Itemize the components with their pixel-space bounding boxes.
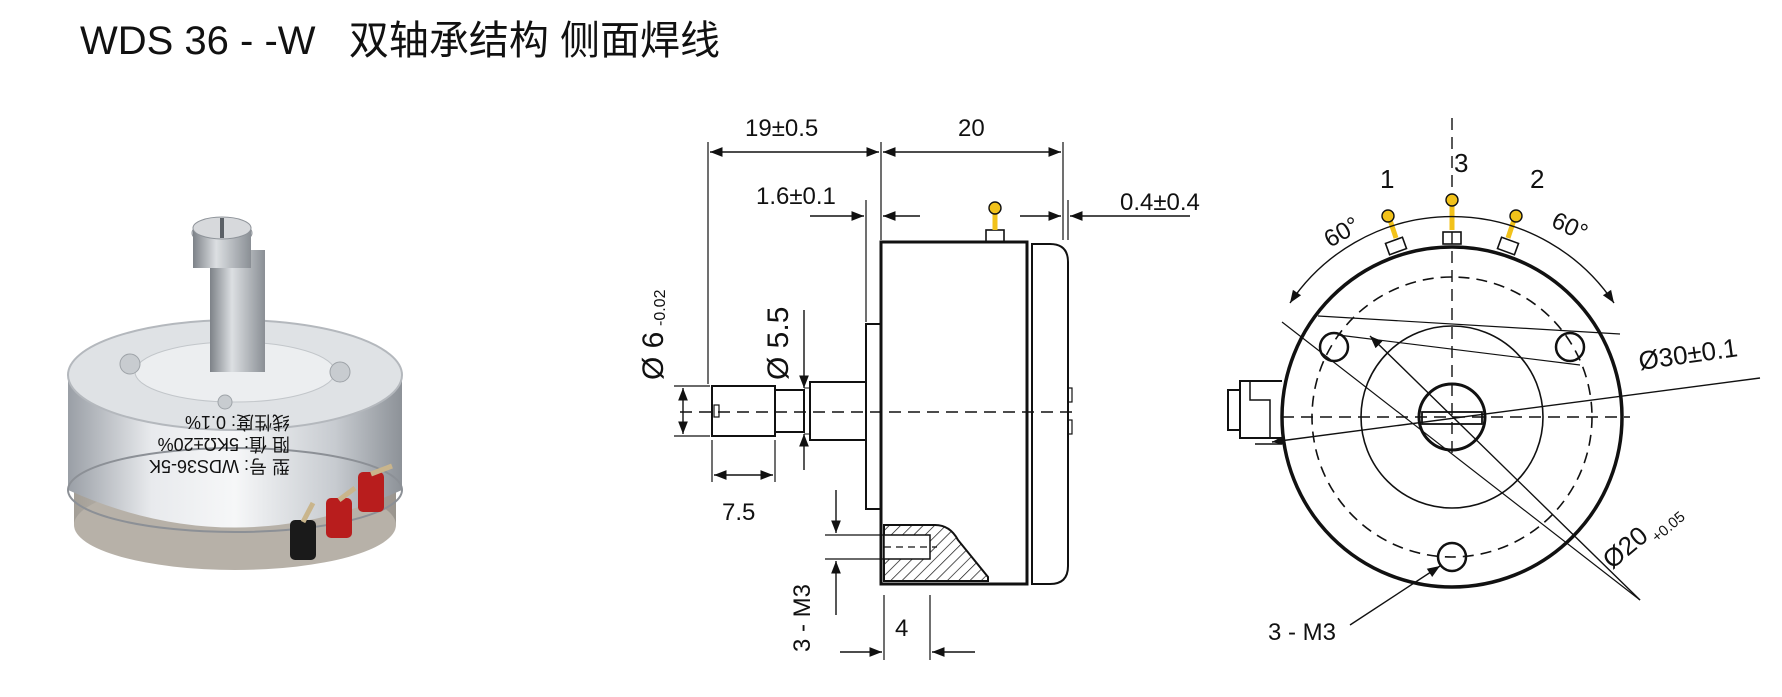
dim-step-dia: Ø 5.5 xyxy=(762,307,795,380)
dim-depth: 4 xyxy=(895,615,908,642)
side-view-labels: 19±0.5 20 1.6±0.1 0.4±0.4 Ø 6 -0.02 Ø 5.… xyxy=(637,115,1200,652)
dim-shaft-tol: -0.02 xyxy=(652,289,669,326)
pin-3-label: 3 xyxy=(1454,148,1468,178)
angle-left-label: 60° xyxy=(1320,212,1365,254)
dim-holes: 3 - M3 xyxy=(1268,619,1336,646)
dim-outer-dia: Ø30±0.1 xyxy=(1637,332,1740,376)
photo-label-line1: 型 号: WDS36-5K xyxy=(149,456,290,476)
dim-thread: 3 - M3 xyxy=(789,584,816,652)
dim-inner-tol: +0.05 xyxy=(1649,508,1689,545)
dim-overall-shaft: 19±0.5 xyxy=(745,115,818,142)
photo-terminals xyxy=(290,463,393,560)
front-view-drawing xyxy=(1227,118,1761,626)
dim-gap: 0.4±0.4 xyxy=(1120,189,1200,216)
dim-shaft-dia: Ø 6 xyxy=(637,332,670,380)
photo-label-line3: 线性度: 0.1% xyxy=(185,412,290,432)
dim-flange: 1.6±0.1 xyxy=(756,183,836,210)
pin-1-label: 1 xyxy=(1380,164,1394,194)
dim-shaft-len: 7.5 xyxy=(722,499,755,526)
photo-label-line2: 阻 值: 5KΩ±20% xyxy=(158,434,290,454)
page-title: WDS 36 - -W 双轴承结构 侧面焊线 xyxy=(80,19,720,63)
angle-right-label: 60° xyxy=(1547,207,1591,247)
pin-2-label: 2 xyxy=(1530,164,1544,194)
dim-body: 20 xyxy=(958,115,985,142)
side-view-drawing xyxy=(674,142,1190,660)
product-photo: 型 号: WDS36-5K 阻 值: 5KΩ±20% 线性度: 0.1% xyxy=(67,216,403,570)
